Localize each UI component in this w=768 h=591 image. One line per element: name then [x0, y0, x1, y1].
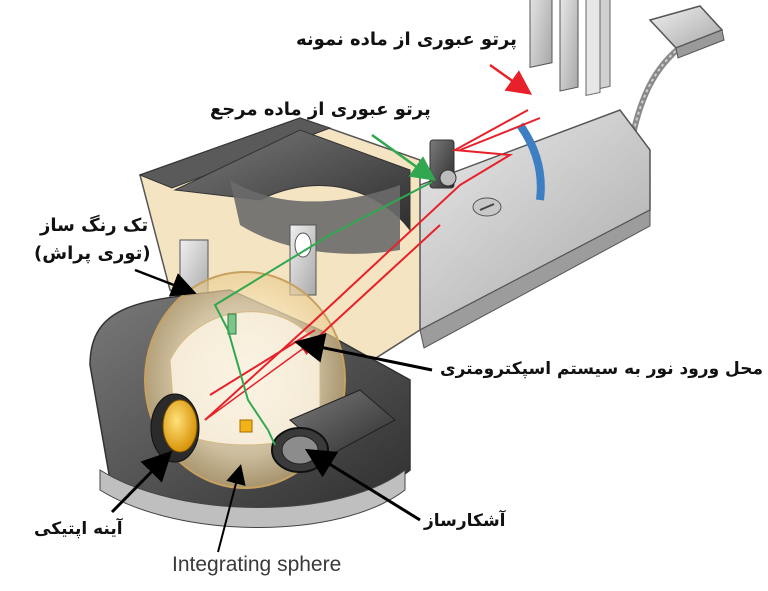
label-sample-beam: پرتو عبوری از ماده نمونه: [296, 29, 517, 50]
optical-bench: [369, 109, 651, 349]
label-integrating-sphere: Integrating sphere: [172, 553, 342, 576]
optical-mirror-part: [150, 393, 200, 463]
main-housing: [138, 117, 421, 401]
reference-beam-path: [213, 133, 437, 446]
label-monochromator-grating: (توری پراش): [34, 243, 151, 264]
callout-arrows: [110, 268, 433, 553]
label-light-entry: محل ورود نور به سیستم اسپکترومتری: [440, 359, 764, 379]
label-optical-mirror: آینه اپتیکی: [34, 519, 123, 539]
label-reference-beam: پرتو عبوری از ماده مرجع: [210, 99, 431, 120]
label-monochromator: تک رنگ ساز: [40, 215, 149, 236]
label-detector: آشکارساز: [424, 511, 506, 531]
beam-optics: [429, 0, 611, 201]
